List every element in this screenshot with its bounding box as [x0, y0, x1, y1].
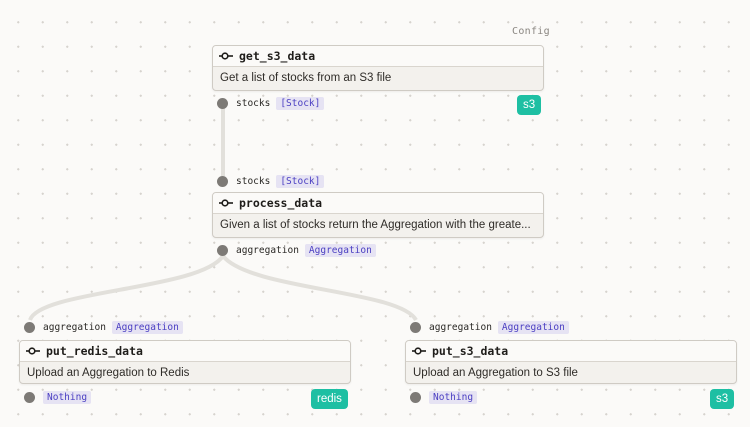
output-port-nothing[interactable]: Nothing	[410, 390, 478, 404]
op-icon	[26, 347, 40, 355]
op-node-put-redis-data[interactable]: put_redis_data Upload an Aggregation to …	[19, 340, 351, 384]
port-name: stocks	[236, 97, 271, 109]
port-dot[interactable]	[217, 244, 228, 256]
input-port-aggregation[interactable]: aggregation Aggregation	[410, 320, 569, 334]
port-dot[interactable]	[24, 321, 35, 333]
edge-process-to-s3	[221, 254, 418, 322]
port-dot[interactable]	[217, 97, 228, 109]
port-dot[interactable]	[410, 321, 421, 333]
op-icon	[219, 199, 233, 207]
port-dot[interactable]	[410, 391, 421, 403]
node-description: Upload an Aggregation to Redis	[27, 367, 190, 379]
port-type-badge: Aggregation	[111, 320, 183, 334]
edge-process-to-redis	[28, 254, 225, 322]
node-description: Upload an Aggregation to S3 file	[413, 367, 578, 379]
op-icon	[219, 52, 233, 60]
port-type-badge: Aggregation	[304, 243, 376, 257]
op-node-get-s3-data[interactable]: get_s3_data Get a list of stocks from an…	[212, 45, 544, 91]
node-description: Get a list of stocks from an S3 file	[220, 72, 392, 84]
port-dot[interactable]	[217, 175, 228, 187]
port-type-badge: Nothing	[429, 390, 478, 404]
config-link[interactable]: Config	[512, 26, 550, 37]
port-type-badge: Aggregation	[497, 320, 569, 334]
op-icon	[412, 347, 426, 355]
node-description: Given a list of stocks return the Aggreg…	[220, 219, 531, 231]
op-node-process-data[interactable]: process_data Given a list of stocks retu…	[212, 192, 544, 238]
output-port-nothing[interactable]: Nothing	[24, 390, 92, 404]
node-title: put_redis_data	[46, 344, 143, 358]
port-dot[interactable]	[24, 391, 35, 403]
port-type-badge: [Stock]	[276, 174, 325, 188]
node-title: get_s3_data	[239, 49, 316, 63]
port-type-badge: Nothing	[43, 390, 92, 404]
input-port-stocks[interactable]: stocks [Stock]	[217, 174, 325, 188]
node-title: process_data	[239, 196, 323, 210]
output-port-aggregation[interactable]: aggregation Aggregation	[217, 243, 376, 257]
tag-badge-s3: s3	[710, 389, 735, 409]
op-node-put-s3-data[interactable]: put_s3_data Upload an Aggregation to S3 …	[405, 340, 737, 384]
node-title: put_s3_data	[432, 344, 509, 358]
port-name: aggregation	[43, 321, 106, 333]
tag-badge-s3: s3	[517, 95, 542, 115]
port-name: aggregation	[429, 321, 492, 333]
tag-badge-redis: redis	[311, 389, 348, 409]
port-name: aggregation	[236, 244, 299, 256]
output-port-stocks[interactable]: stocks [Stock]	[217, 96, 325, 110]
input-port-aggregation[interactable]: aggregation Aggregation	[24, 320, 183, 334]
port-type-badge: [Stock]	[276, 96, 325, 110]
port-name: stocks	[236, 175, 271, 187]
